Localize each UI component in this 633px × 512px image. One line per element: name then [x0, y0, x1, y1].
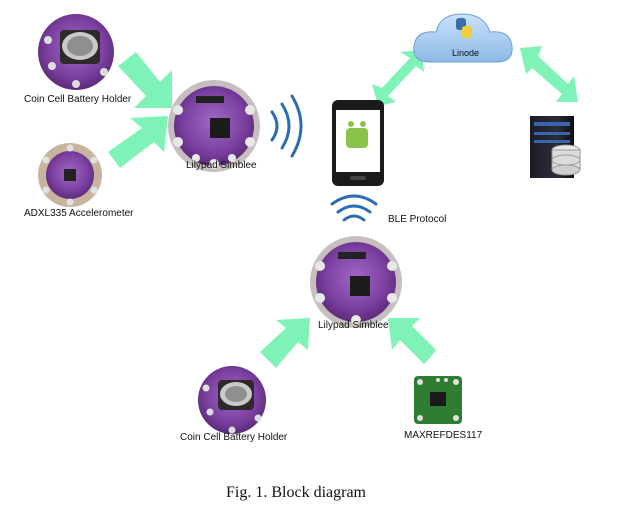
server-database-icon — [530, 116, 581, 178]
lilypad-simblee-bottom — [310, 236, 402, 328]
ble-label: BLE Protocol — [388, 214, 447, 225]
arrow-coin-to-simblee-bottom — [260, 318, 310, 368]
coin-cell-top-label: Coin Cell Battery Holder — [24, 94, 132, 105]
arrow-cloud-server — [520, 46, 578, 102]
lilypad-simblee-top — [168, 80, 260, 172]
max-label: MAXREFDES117 — [404, 430, 483, 441]
cloud-label: Linode — [452, 48, 480, 58]
accelerometer-label: ADXL335 Accelerometer — [24, 208, 134, 219]
figure-caption: Fig. 1. Block diagram — [226, 484, 366, 501]
ble-signal-icon — [330, 194, 378, 222]
linode-cloud-icon — [413, 13, 513, 63]
coin-cell-bottom-label: Coin Cell Battery Holder — [180, 432, 288, 443]
simblee-bottom-label: Lilypad Simblee — [318, 320, 389, 331]
coin-cell-battery-holder-top — [38, 14, 114, 90]
android-phone-icon — [332, 100, 384, 186]
adxl335-accelerometer — [38, 143, 102, 207]
coin-cell-battery-holder-bottom — [198, 366, 266, 434]
arrow-phone-cloud — [372, 50, 424, 106]
simblee-top-label: Lilypad Simblee — [186, 160, 257, 171]
arrow-coin-to-simblee — [118, 52, 172, 108]
arrow-max-to-simblee-bottom — [388, 318, 436, 378]
maxrefdes117-sensor-board — [414, 376, 462, 424]
wireless-signal-icon — [270, 94, 303, 158]
database-stack-icon — [551, 144, 581, 176]
arrow-accel-to-simblee — [108, 116, 168, 168]
